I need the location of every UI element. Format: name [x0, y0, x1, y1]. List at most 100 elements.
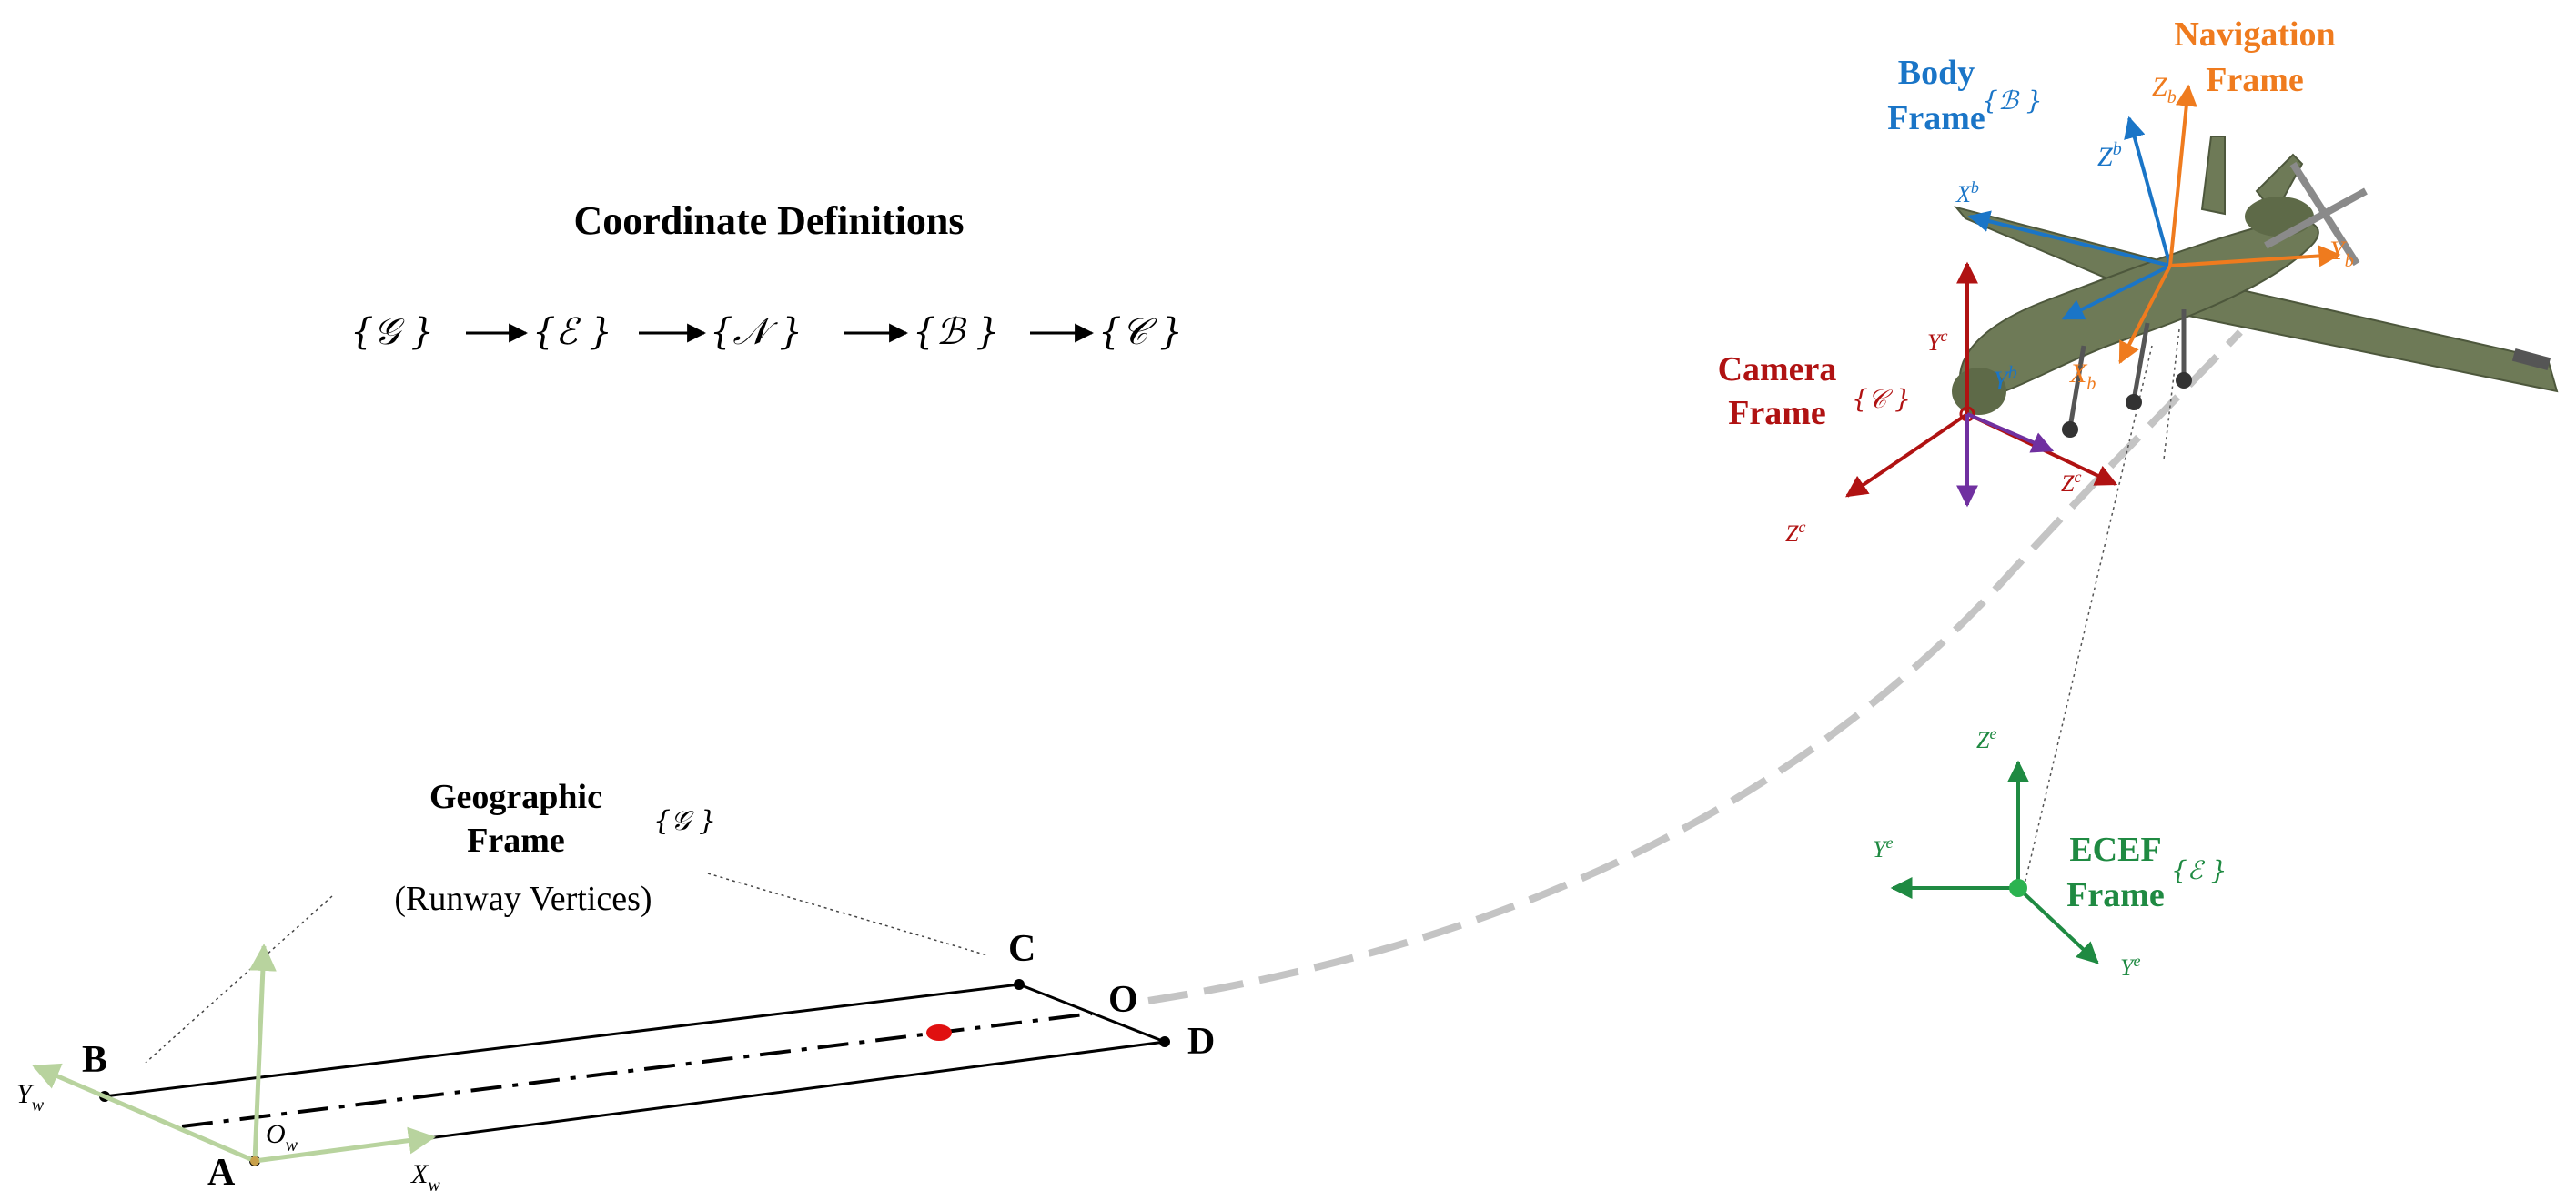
z-letter: Z — [2061, 470, 2075, 497]
ecef-axis-y2-label: Ye — [2120, 952, 2140, 981]
camera-axis-side — [1966, 412, 2055, 453]
y-letter: Y — [16, 1079, 35, 1109]
ecef-axis-x — [2016, 886, 2099, 964]
chain-item-b: {ℬ } — [913, 311, 999, 353]
x-sup: b — [1971, 178, 1979, 197]
vertex-label-c: C — [1008, 928, 1035, 970]
y2-letter: Y — [2120, 954, 2136, 981]
camera-frame-axes: Yc Zc Zc — [1785, 261, 2118, 547]
uav-pod — [2511, 348, 2551, 370]
x-letter: X — [410, 1159, 429, 1189]
nav-axis-y — [2169, 245, 2341, 267]
z2-letter: Z — [1785, 520, 1799, 547]
geographic-subtitle: (Runway Vertices) — [394, 880, 652, 918]
uav-tail-fin — [2200, 136, 2226, 216]
x-letter: X — [2069, 358, 2088, 389]
leader-line — [2163, 328, 2180, 460]
chain-item-e: {ℰ } — [532, 311, 612, 353]
ecef-origin — [2009, 879, 2027, 897]
body-axis-y — [2061, 264, 2171, 320]
diagram-title: Coordinate Definitions — [574, 198, 965, 243]
ecef-axis-z-label: Ze — [1976, 724, 1996, 753]
z-sup: b — [2113, 139, 2122, 159]
geographic-label-line2: Frame — [467, 822, 565, 860]
nav-axis-x-label: Xb — [2069, 358, 2096, 394]
body-label-line1: Body — [1898, 54, 1975, 92]
z-sub: b — [2167, 87, 2177, 107]
ecef-frame-label: ECEF Frame {ℰ } — [2066, 831, 2227, 914]
runway: A B C D O — [82, 928, 1215, 1194]
ecef-frame-axes: Ze Ye Ye — [1873, 724, 2140, 981]
geographic-symbol: {𝒢 } — [653, 805, 716, 837]
geographic-frame-label: Geographic Frame {𝒢 } (Runway Vertices) — [145, 778, 988, 1064]
body-axis-z-label: Zb — [2097, 139, 2122, 172]
vertex-label-a: A — [207, 1152, 236, 1194]
y-sup: c — [1940, 327, 1947, 345]
world-axis-z — [248, 944, 277, 1162]
body-axis-y-label: Yb — [1993, 363, 2017, 396]
navigation-label-line2: Frame — [2206, 61, 2304, 99]
camera-axis-y-label: Yc — [1927, 327, 1947, 356]
ecef-symbol: {ℰ } — [2171, 855, 2227, 885]
camera-label-line2: Frame — [1728, 394, 1826, 432]
uav-gear — [2131, 322, 2150, 401]
uav-aircraft — [1952, 136, 2559, 438]
y-letter: Y — [1993, 366, 2011, 396]
camera-axis-z-label: Zc — [2061, 468, 2081, 497]
world-origin — [250, 1156, 259, 1166]
y-sub: b — [2345, 251, 2354, 271]
vertex-c-dot — [1014, 979, 1025, 990]
body-axis-x — [1967, 210, 2171, 267]
body-label-line2: Frame — [1887, 99, 1985, 137]
uav-wheel — [2062, 421, 2078, 438]
uav-gear — [2067, 345, 2086, 429]
chain-item-n: {𝒩 } — [710, 311, 803, 353]
y-letter: Y — [1927, 329, 1943, 356]
y-sub: w — [32, 1095, 45, 1115]
x-sub: b — [2086, 374, 2096, 394]
world-axis-y-label: Yw — [16, 1079, 45, 1115]
x-letter: X — [1955, 181, 1972, 207]
camera-label-line1: Camera — [1718, 350, 1837, 389]
geographic-label-line1: Geographic — [429, 778, 602, 816]
y-sup: b — [2008, 363, 2017, 383]
uav-wheel — [2176, 372, 2192, 389]
vertex-label-o: O — [1108, 979, 1138, 1021]
leader-line — [707, 873, 988, 956]
navigation-frame-axes: Zb Yb Xb — [2069, 72, 2354, 394]
leader-line — [2024, 345, 2153, 885]
z-sup: e — [1989, 724, 1996, 742]
vertex-d-dot — [1159, 1036, 1170, 1047]
world-axes: Yw Ow Xw — [16, 944, 440, 1196]
camera-symbol: {𝒞 } — [1852, 384, 1911, 414]
y-sup: e — [1885, 833, 1893, 852]
navigation-label-line1: Navigation — [2174, 15, 2335, 54]
world-axis-x — [254, 1126, 436, 1164]
body-frame-axes: Zb Xb Yb — [1955, 116, 2172, 396]
navigation-frame-label: Navigation Frame — [2174, 15, 2335, 99]
nav-axis-z-label: Zb — [2152, 72, 2177, 107]
world-axis-y — [32, 1063, 256, 1164]
x-sub: w — [428, 1176, 440, 1196]
trajectory-dashed — [1147, 329, 2243, 1004]
uav-engine — [2245, 197, 2314, 237]
chain-item-g: {𝒢 } — [350, 311, 434, 353]
y-letter: Y — [2329, 236, 2348, 266]
vertex-label-b: B — [82, 1039, 107, 1081]
frame-chain: {𝒢 } {ℰ } {𝒩 } {ℬ } {𝒞 } — [350, 311, 1183, 353]
o-sub: w — [286, 1135, 298, 1156]
y-letter: Y — [1873, 836, 1888, 863]
leader-line — [145, 895, 333, 1064]
vertex-label-d: D — [1187, 1021, 1215, 1063]
z-letter: Z — [1976, 727, 1990, 753]
ecef-label-line1: ECEF — [2069, 831, 2161, 869]
uav-propeller — [2264, 187, 2368, 249]
runway-center-dot — [926, 1024, 952, 1041]
nav-axis-y-label: Yb — [2329, 236, 2354, 271]
z2-sup: c — [1798, 518, 1805, 536]
camera-axis-left — [1845, 412, 1969, 498]
body-axis-x-label: Xb — [1955, 178, 1979, 207]
nav-axis-z — [2168, 84, 2197, 267]
ecef-axis-y-label: Ye — [1873, 833, 1893, 863]
